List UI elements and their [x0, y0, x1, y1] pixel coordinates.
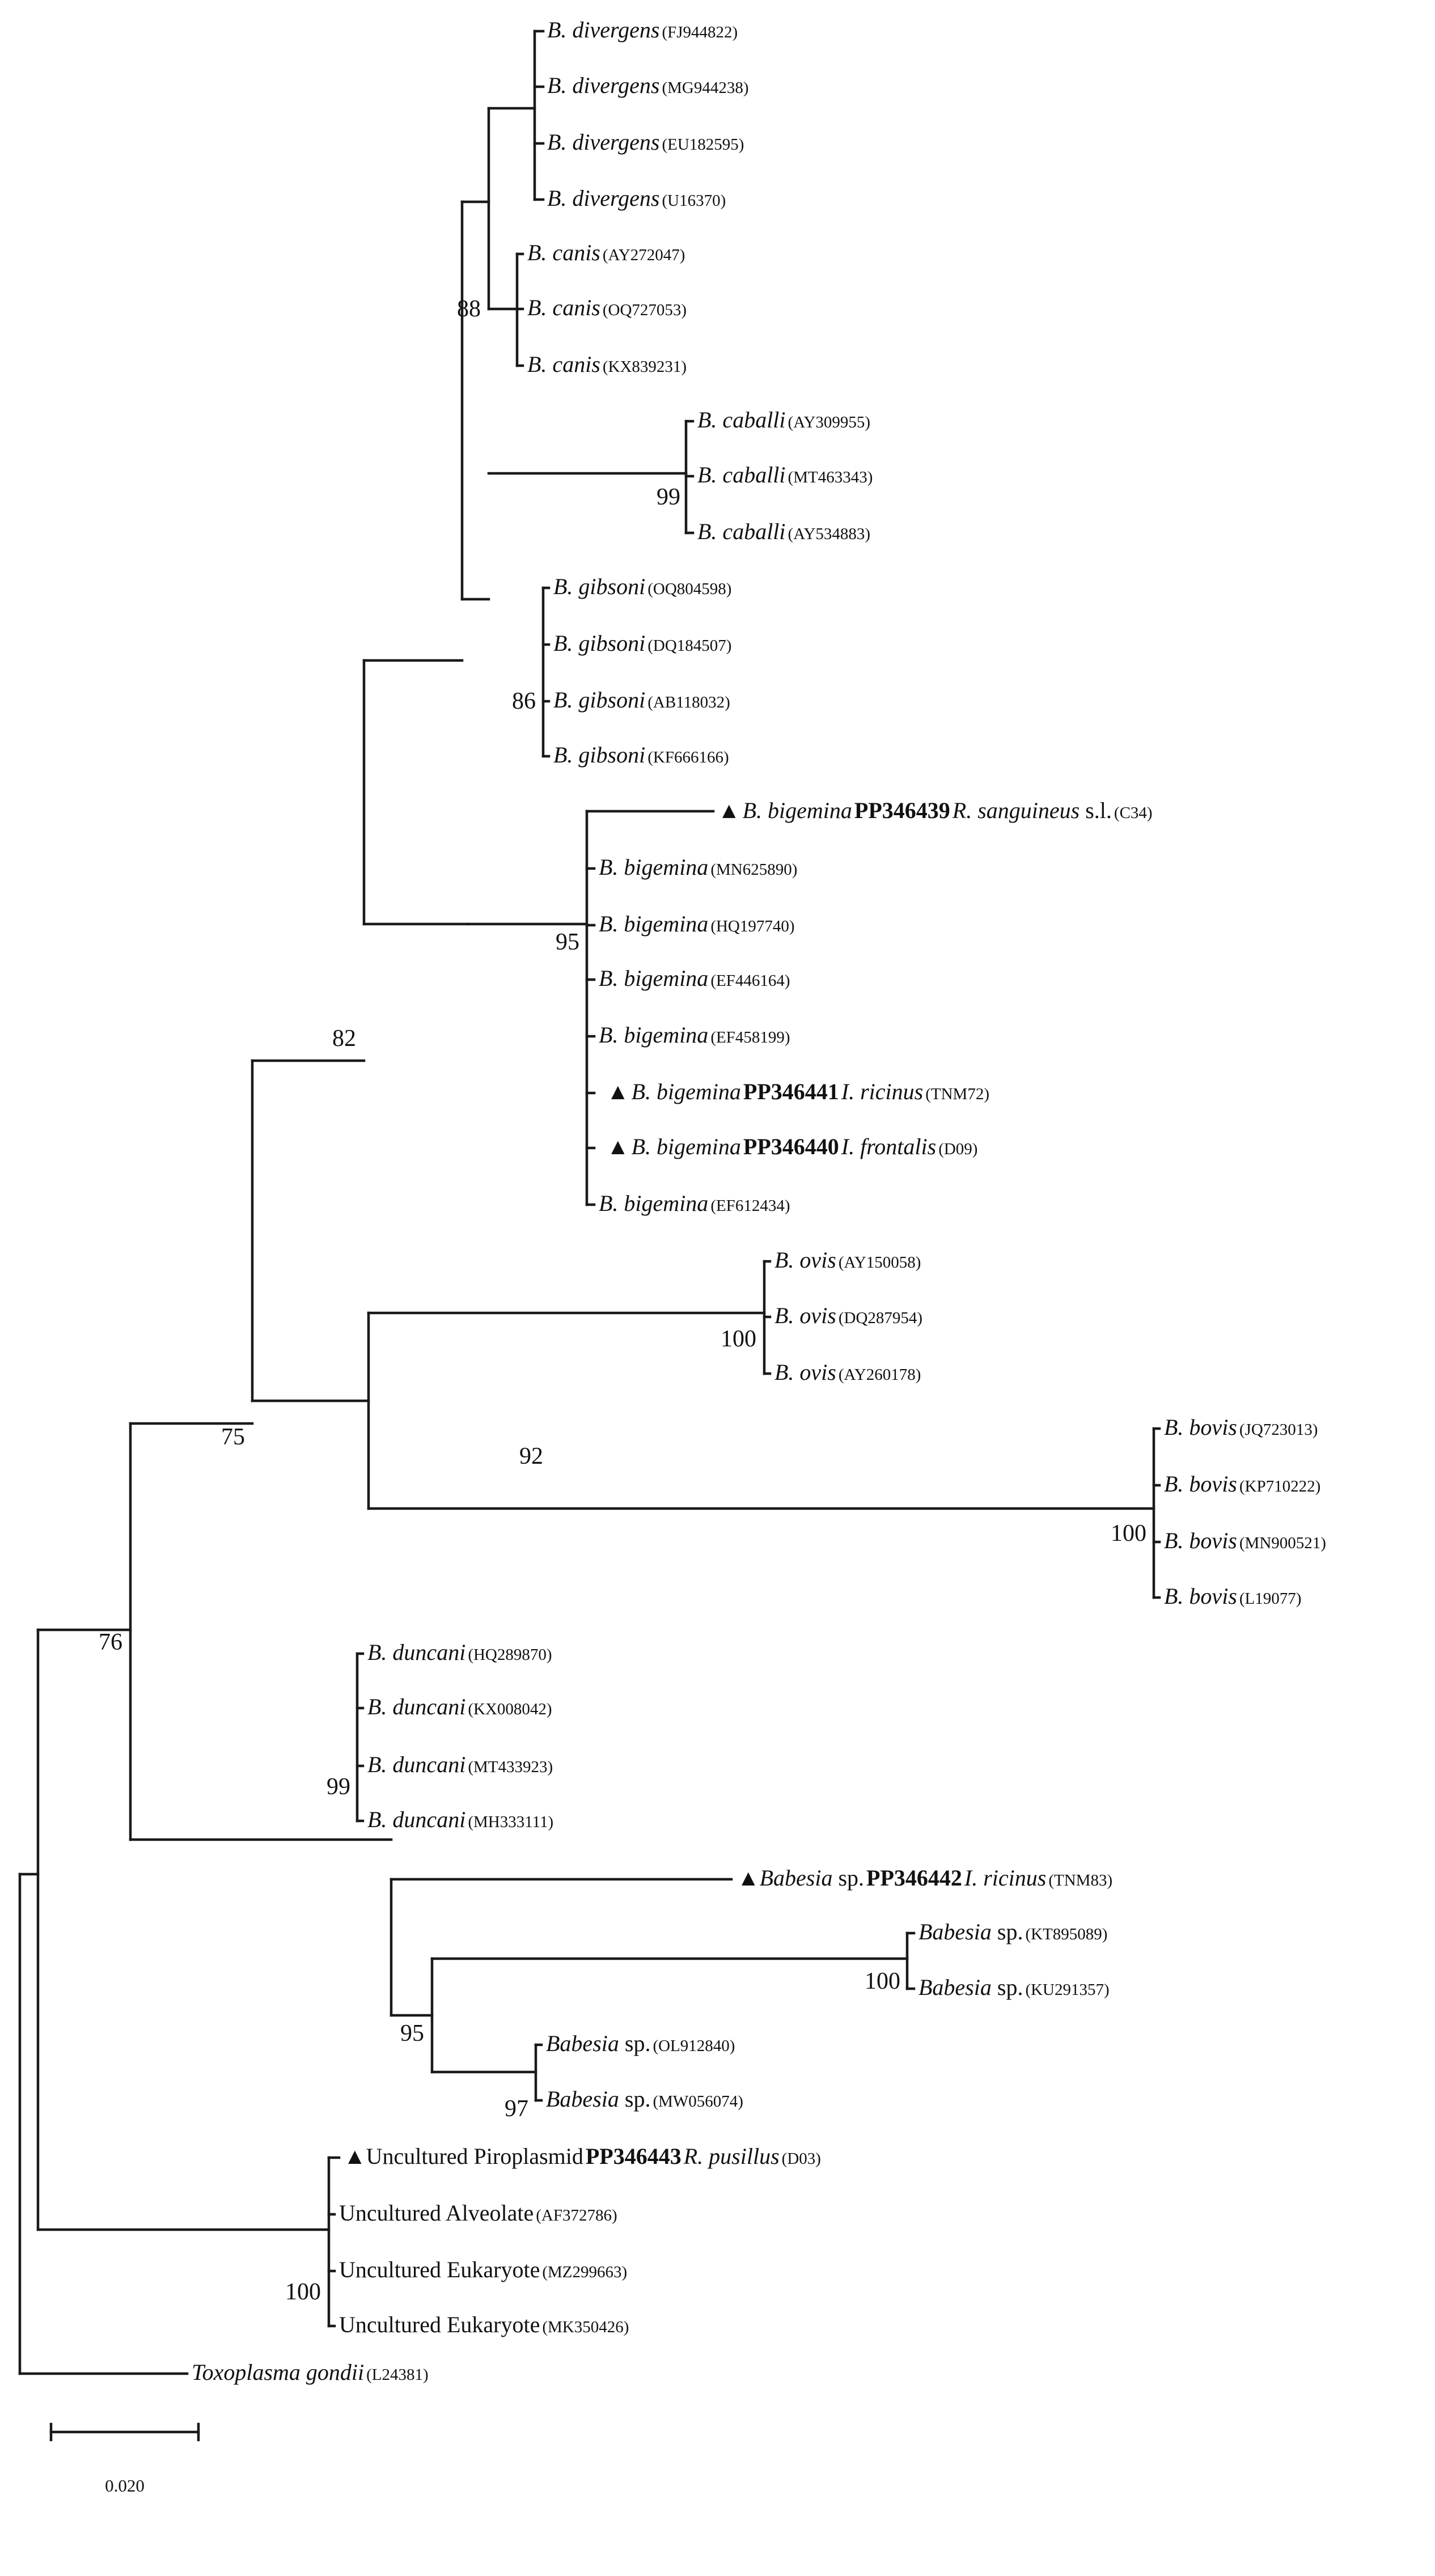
leaf-label-outgroup: Toxoplasma gondii (L24381) [192, 2359, 429, 2385]
leaf-label-highlighted: ▲ B. bigemina PP346440 I. frontalis (D09… [607, 1134, 977, 1159]
bootstrap-value: 97 [505, 2096, 528, 2122]
leaf-label-highlighted: ▲Uncultured Piroplasmid PP346443 R. pusi… [344, 2143, 821, 2169]
leaf-labels: B. divergens (FJ944822) B. divergens (MG… [192, 17, 1326, 2385]
leaf-label-highlighted: ▲Babesia sp. PP346442 I. ricinus (TNM83) [737, 1865, 1112, 1891]
leaf-label: B. bigemina (EF612434) [599, 1190, 790, 1216]
bootstrap-value: 76 [99, 1629, 122, 1655]
leaf-label: Babesia sp. (KU291357) [918, 1975, 1110, 2000]
leaf-label: Uncultured Eukaryote (MZ299663) [339, 2257, 627, 2282]
bootstrap-value: 75 [221, 1424, 245, 1450]
bootstrap-value: 82 [332, 1026, 356, 1052]
leaf-label: B. ovis (AY150058) [774, 1247, 921, 1273]
bootstrap-value: 88 [457, 296, 481, 322]
leaf-label: B. bovis (L19077) [1164, 1583, 1301, 1609]
bootstrap-values: 88 99 86 95 82 100 92 100 75 99 76 95 10… [99, 296, 1146, 2305]
triangle-marker-icon: ▲ [718, 798, 740, 823]
leaf-label: Uncultured Alveolate (AF372786) [339, 2200, 617, 2226]
leaf-label-highlighted: ▲ B. bigemina PP346441 I. ricinus (TNM72… [607, 1079, 989, 1104]
leaf-label: Babesia sp. (MW056074) [546, 2086, 743, 2112]
bootstrap-value: 99 [657, 484, 680, 510]
leaf-label: B. ovis (DQ287954) [774, 1303, 922, 1328]
leaf-label: Babesia sp. (OL912840) [546, 2031, 735, 2056]
leaf-label: B. gibsoni (KF666166) [553, 742, 729, 768]
leaf-label: B. bovis (MN900521) [1164, 1528, 1326, 1553]
leaf-label: B. gibsoni (AB118032) [553, 687, 730, 713]
scale-bar: 0.020 [49, 2422, 200, 2496]
leaf-label: B. caballi (AY534883) [697, 519, 870, 544]
leaf-label: B. ovis (AY260178) [774, 1359, 921, 1385]
bootstrap-value: 95 [400, 2020, 424, 2047]
scale-bar-label: 0.020 [105, 2476, 145, 2496]
bootstrap-value: 86 [512, 688, 536, 714]
leaf-label: B. canis (AY272047) [527, 240, 685, 265]
leaf-label: B. bigemina (EF446164) [599, 965, 790, 991]
bootstrap-value: 100 [1111, 1520, 1146, 1547]
triangle-marker-icon: ▲ [607, 1134, 629, 1159]
leaf-label: B. caballi (MT463343) [697, 462, 873, 488]
leaf-label: B. caballi (AY309955) [697, 407, 870, 433]
bootstrap-value: 95 [556, 929, 579, 955]
bootstrap-value: 92 [519, 1443, 543, 1469]
leaf-label: B. bigemina (MN625890) [599, 854, 797, 880]
leaf-label: B. duncani (MH333111) [367, 1807, 553, 1832]
tree-branches [18, 29, 1161, 2375]
leaf-label: B. divergens (FJ944822) [547, 17, 738, 43]
triangle-marker-icon: ▲ [737, 1865, 760, 1891]
leaf-label: B. gibsoni (OQ804598) [553, 574, 731, 599]
bootstrap-value: 99 [327, 1774, 350, 1800]
leaf-label: B. divergens (MG944238) [547, 73, 749, 98]
leaf-label: B. bigemina (EF458199) [599, 1022, 790, 1048]
triangle-marker-icon: ▲ [607, 1079, 629, 1104]
leaf-label: B. divergens (EU182595) [547, 129, 744, 155]
leaf-label: B. duncani (KX008042) [367, 1694, 552, 1719]
leaf-label: B. divergens (U16370) [547, 185, 726, 211]
leaf-label: B. duncani (HQ289870) [367, 1639, 552, 1665]
leaf-label: B. gibsoni (DQ184507) [553, 630, 731, 656]
leaf-label: B. canis (KX839231) [527, 351, 687, 377]
leaf-label: Babesia sp. (KT895089) [918, 1919, 1107, 1944]
leaf-label: B. bigemina (HQ197740) [599, 911, 795, 937]
leaf-label-highlighted: ▲ B. bigemina PP346439 R. sanguineus s.l… [718, 798, 1153, 823]
leaf-label: B. canis (OQ727053) [527, 295, 687, 320]
bootstrap-value: 100 [865, 1968, 900, 1994]
leaf-label: B. bovis (KP710222) [1164, 1471, 1320, 1497]
leaf-label: B. bovis (JQ723013) [1164, 1414, 1318, 1440]
bootstrap-value: 100 [721, 1326, 756, 1352]
leaf-label: B. duncani (MT433923) [367, 1752, 553, 1777]
triangle-marker-icon: ▲ [344, 2143, 366, 2169]
bootstrap-value: 100 [285, 2279, 321, 2305]
leaf-label: Uncultured Eukaryote (MK350426) [339, 2312, 629, 2337]
